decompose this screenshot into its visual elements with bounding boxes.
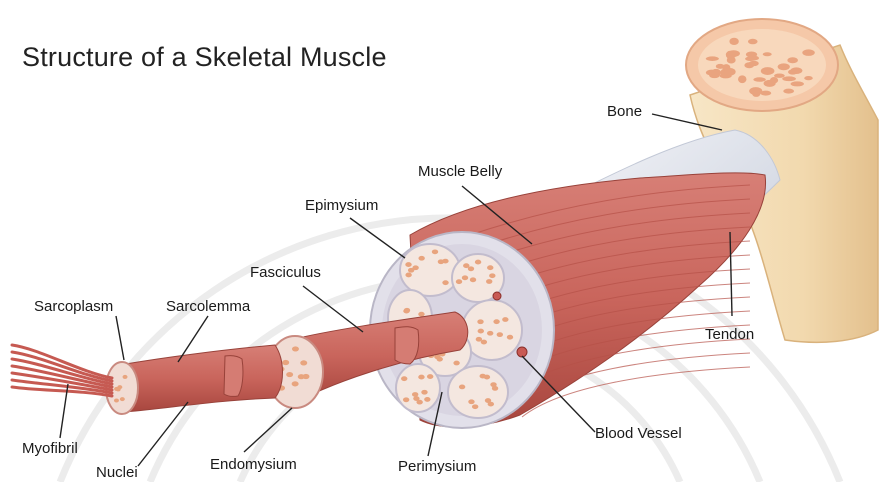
fiber-dot bbox=[432, 249, 438, 254]
bone-pore bbox=[787, 57, 798, 63]
fiber-dot bbox=[486, 279, 492, 284]
bone-pore bbox=[753, 77, 765, 82]
bone-pore bbox=[729, 38, 738, 45]
fiber-dot bbox=[487, 331, 493, 336]
label-muscle-belly: Muscle Belly bbox=[418, 163, 502, 180]
bone-pore bbox=[746, 52, 757, 58]
label-myofibril: Myofibril bbox=[22, 440, 78, 457]
fiber-dot bbox=[468, 399, 474, 404]
fiber-dot bbox=[282, 360, 289, 365]
fiber-dot bbox=[502, 317, 508, 322]
fiber-dot bbox=[120, 397, 125, 401]
bone-pore bbox=[770, 77, 778, 83]
fiber-dot bbox=[292, 381, 299, 386]
fiber-dot bbox=[438, 259, 444, 264]
diagram-title: Structure of a Skeletal Muscle bbox=[22, 42, 387, 73]
fiber-dot bbox=[421, 390, 427, 395]
bone-pore bbox=[706, 56, 719, 61]
leader-endomysium bbox=[244, 408, 292, 452]
label-endomysium: Endomysium bbox=[210, 456, 297, 473]
bone-pore bbox=[744, 62, 754, 68]
fascicle bbox=[448, 366, 508, 418]
fiber-dot bbox=[427, 374, 433, 379]
fiber-dot bbox=[475, 260, 481, 265]
bone-pore bbox=[788, 69, 797, 74]
bone-pore bbox=[726, 51, 735, 59]
bone-pore bbox=[783, 89, 794, 94]
label-sarcoplasm: Sarcoplasm bbox=[34, 298, 113, 315]
fiber-dot bbox=[493, 319, 499, 324]
label-nuclei: Nuclei bbox=[96, 464, 138, 481]
fiber-dot bbox=[507, 335, 513, 340]
myofibril-strands bbox=[12, 345, 112, 396]
fiber-dot bbox=[477, 319, 483, 324]
fiber-dot bbox=[424, 397, 430, 402]
fiber-dot bbox=[442, 280, 448, 285]
fiber-dot bbox=[478, 329, 484, 334]
bone-pore bbox=[791, 81, 804, 86]
bone-pore bbox=[804, 76, 812, 80]
fiber-dot bbox=[487, 265, 493, 270]
fiber-dot bbox=[401, 376, 407, 381]
label-tendon: Tendon bbox=[705, 326, 754, 343]
fiber-dot bbox=[497, 332, 503, 337]
fiber-dot bbox=[405, 273, 411, 278]
fiber-dot bbox=[114, 398, 119, 402]
fiber-dot bbox=[413, 396, 419, 401]
fiber-dot bbox=[476, 337, 482, 342]
fiber-dot bbox=[470, 277, 476, 282]
bone-pore bbox=[711, 69, 721, 77]
muscle-fiber-shape bbox=[120, 345, 283, 412]
bone-pore bbox=[778, 63, 790, 70]
fiber-dot bbox=[485, 398, 491, 403]
fiber-dot bbox=[462, 275, 468, 280]
fiber-dot bbox=[114, 387, 119, 391]
fiber-dot bbox=[484, 375, 490, 380]
bone-pore bbox=[774, 74, 785, 78]
bone-pore bbox=[802, 49, 814, 56]
bone-pore bbox=[782, 76, 796, 81]
fiber-dot bbox=[123, 375, 128, 379]
label-fasciculus: Fasciculus bbox=[250, 264, 321, 281]
fiber-dot bbox=[405, 262, 411, 267]
fiber-dot bbox=[468, 266, 474, 271]
fiber-dot bbox=[472, 404, 478, 409]
bone-pore bbox=[763, 68, 771, 72]
leader-sarcoplasm bbox=[116, 316, 124, 360]
fiber-dot bbox=[489, 273, 495, 278]
label-sarcolemma: Sarcolemma bbox=[166, 298, 250, 315]
fiber-dot bbox=[286, 372, 293, 377]
label-bone: Bone bbox=[607, 103, 642, 120]
fiber-dot bbox=[437, 357, 443, 362]
fiber-dot bbox=[453, 361, 459, 366]
fiber-dot bbox=[300, 360, 307, 365]
fiber-dot bbox=[412, 392, 418, 397]
bone-pore bbox=[748, 39, 758, 44]
bone-pore bbox=[724, 68, 735, 76]
blood-vessel-mark-2 bbox=[493, 292, 501, 300]
fasciculus-band bbox=[395, 327, 419, 364]
fiber-dot bbox=[404, 308, 410, 313]
fiber-dot bbox=[418, 375, 424, 380]
fiber-dot bbox=[492, 386, 498, 391]
fiber-dot bbox=[403, 397, 409, 402]
bone-pore bbox=[745, 57, 755, 61]
label-perimysium: Perimysium bbox=[398, 458, 476, 475]
bone-pore bbox=[752, 91, 760, 96]
bone-pore bbox=[763, 52, 772, 56]
fiber-dot bbox=[408, 268, 414, 273]
fiber-dot bbox=[456, 279, 462, 284]
bone-pore bbox=[738, 75, 746, 83]
fiber-dot bbox=[418, 256, 424, 261]
fiber-dot bbox=[292, 346, 299, 351]
fiber-dot bbox=[302, 374, 309, 379]
sarcolemma-band bbox=[224, 356, 243, 397]
fiber-dot bbox=[459, 385, 465, 390]
label-blood-vessel: Blood Vessel bbox=[595, 425, 682, 442]
fiber-dot bbox=[418, 312, 424, 317]
label-epimysium: Epimysium bbox=[305, 197, 378, 214]
fascicle bbox=[396, 364, 440, 412]
blood-vessel-mark bbox=[517, 347, 527, 357]
